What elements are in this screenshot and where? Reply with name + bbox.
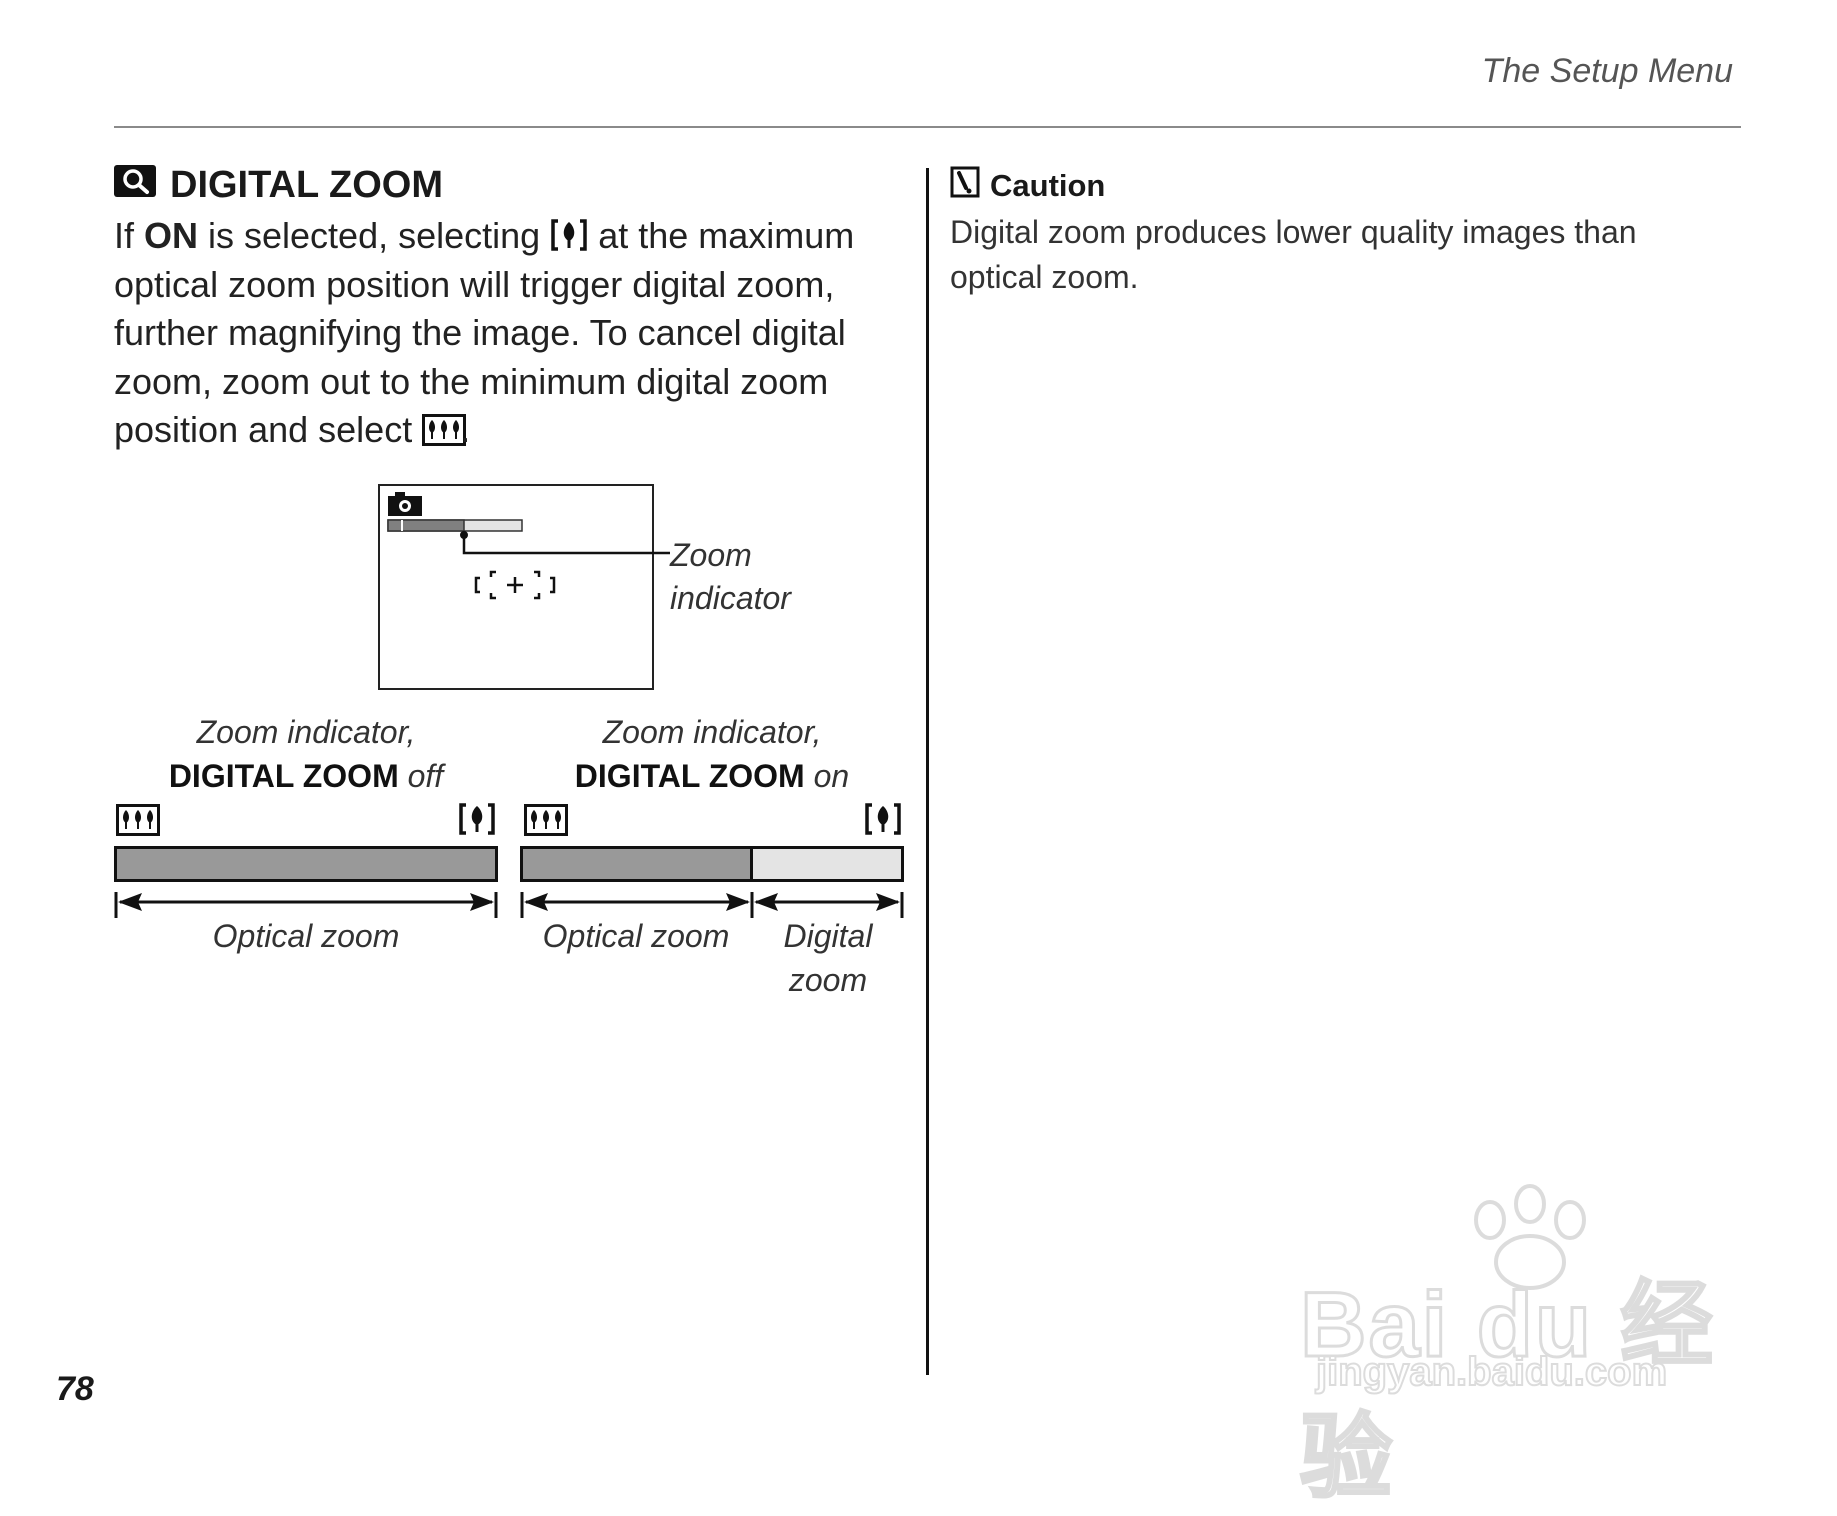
- optical-zoom-label: Optical zoom: [212, 918, 400, 954]
- page-number: 78: [56, 1370, 94, 1408]
- digital-zoom-segment: [749, 849, 901, 879]
- caption-line: Zoom indicator,: [196, 714, 416, 750]
- focus-frame-icon: [474, 570, 556, 600]
- watermark-url: jingyan.baidu.com: [1315, 1349, 1668, 1395]
- zoom-bar-digital-off: [114, 846, 498, 882]
- optical-range-arrow: [114, 892, 498, 918]
- digital-zoom-label-line: zoom: [788, 962, 868, 998]
- optical-zoom-segment: [523, 849, 750, 879]
- optical-zoom-label: Optical zoom: [542, 918, 730, 954]
- watermark: Bai du 经验 jingyan.baidu.com: [1299, 1180, 1750, 1511]
- caption-suffix: off: [398, 758, 444, 794]
- digital-zoom-label-line: Digital: [783, 918, 873, 954]
- tele-tree-icon: [864, 802, 902, 841]
- body-text: .: [460, 409, 471, 450]
- magnifier-icon: [114, 164, 156, 207]
- section-heading-text: DIGITAL ZOOM: [170, 164, 444, 206]
- column-divider: [926, 168, 929, 1375]
- header-title: The Setup Menu: [1481, 52, 1733, 90]
- section-body: If ON is selected, selecting at the maxi…: [114, 212, 904, 455]
- header-rule: [114, 126, 1741, 128]
- zoom-indicator-callout: Zoom indicator: [670, 534, 791, 620]
- wide-trees-icon: [422, 410, 467, 446]
- caution-icon: [950, 166, 980, 206]
- optical-zoom-segment: [117, 849, 495, 879]
- callout-line: indicator: [670, 580, 791, 616]
- wide-trees-icon: [524, 804, 568, 841]
- body-text: is selected, selecting: [198, 215, 551, 256]
- camera-mode-icon: [388, 492, 422, 516]
- caption-suffix: on: [804, 758, 850, 794]
- callout-line: Zoom: [670, 537, 752, 573]
- optical-digital-range-arrows: [520, 892, 904, 918]
- caution-heading: Caution: [950, 166, 1105, 206]
- zoom-bar-digital-on: [520, 846, 904, 882]
- tele-tree-icon: [458, 802, 496, 841]
- wide-trees-icon: [116, 804, 160, 841]
- body-text: If: [114, 215, 145, 256]
- caption-digital-on: Zoom indicator, DIGITAL ZOOM on: [520, 710, 904, 798]
- caption-digital-off: Zoom indicator, DIGITAL ZOOM off: [114, 710, 498, 798]
- digital-zoom-label: Digital zoom: [752, 914, 904, 1002]
- body-text: at the maximum optical zoom position wil…: [114, 215, 855, 450]
- caption-line: Zoom indicator,: [602, 714, 822, 750]
- lcd-zoom-bar: [387, 519, 523, 532]
- caption-bold: DIGITAL ZOOM: [574, 758, 805, 794]
- caution-body: Digital zoom produces lower quality imag…: [950, 214, 1637, 295]
- paw-logo-icon: [1474, 1184, 1586, 1290]
- section-heading: DIGITAL ZOOM: [114, 164, 443, 207]
- caution-heading-text: Caution: [990, 168, 1106, 203]
- tele-tree-icon: [550, 216, 588, 251]
- on-label: ON: [144, 215, 199, 256]
- lcd-screen: [378, 484, 654, 690]
- caption-bold: DIGITAL ZOOM: [168, 758, 399, 794]
- callout-leader: [460, 531, 670, 555]
